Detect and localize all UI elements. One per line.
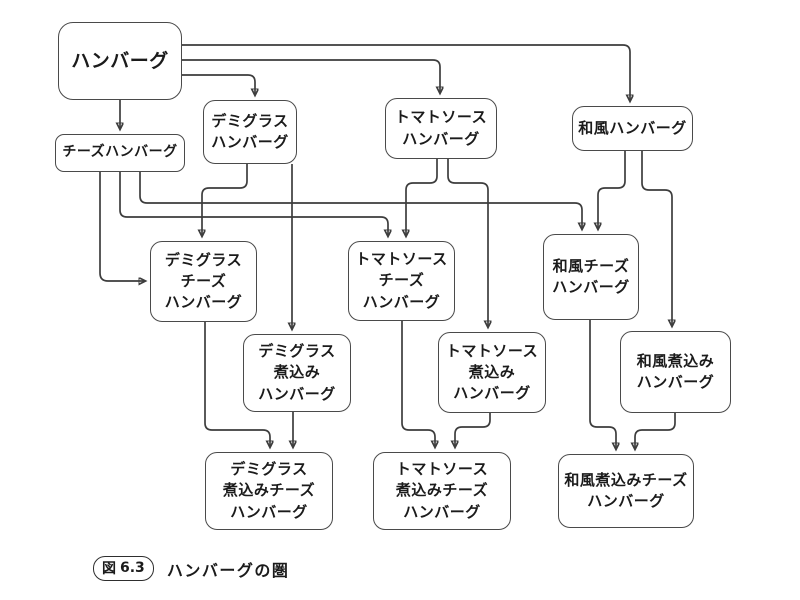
edge-cheese-to-wafu-cheese	[139, 172, 582, 229]
edge-wafu-to-wafu-nikomi	[641, 151, 672, 326]
node-tomato-sauce-hamburger: トマトソース ハンバーグ	[385, 98, 497, 159]
figure-number-badge: 図 6.3	[93, 556, 154, 581]
node-demiglace-nikomi-cheese-hamburger: デミグラス 煮込みチーズ ハンバーグ	[205, 452, 333, 530]
node-demiglace-cheese-hamburger: デミグラス チーズ ハンバーグ	[150, 241, 257, 322]
node-tomato-sauce-nikomi-hamburger: トマトソース 煮込み ハンバーグ	[438, 332, 546, 413]
edge-tomato-to-tomato-cheese	[406, 159, 438, 236]
node-wafu-nikomi-cheese-hamburger: 和風煮込みチーズ ハンバーグ	[558, 454, 694, 528]
node-hamburger: ハンバーグ	[58, 22, 182, 100]
node-wafu-nikomi-hamburger: 和風煮込み ハンバーグ	[620, 331, 731, 413]
node-tomato-sauce-nikomi-cheese-hamburger: トマトソース 煮込みチーズ ハンバーグ	[373, 452, 511, 530]
edge-tomato-to-tomato-nikomi	[447, 159, 488, 327]
node-cheese-hamburger: チーズハンバーグ	[55, 134, 185, 172]
edge-wafu-nikomi-to-wafu-nikomi-cheese	[635, 413, 676, 449]
edge-tomato-cheese-to-tomato-nikomi-cheese	[401, 321, 435, 447]
figure-caption: 図 6.3 ハンバーグの圏	[93, 556, 289, 581]
edge-wafu-cheese-to-wafu-nikomi-cheese	[589, 320, 616, 449]
edge-tomato-nikomi-to-tomato-nikomi-cheese	[455, 413, 491, 447]
edge-cheese-to-demiglace-cheese	[99, 172, 145, 281]
node-demiglace-nikomi-hamburger: デミグラス 煮込み ハンバーグ	[243, 334, 351, 412]
node-tomato-sauce-cheese-hamburger: トマトソース チーズ ハンバーグ	[348, 241, 455, 321]
edge-hamburger-to-demiglace	[182, 74, 255, 95]
node-wafu-hamburger: 和風ハンバーグ	[572, 106, 693, 151]
edge-hamburger-to-tomato	[182, 59, 440, 93]
edge-cheese-to-tomato-cheese	[119, 172, 388, 236]
edge-wafu-to-wafu-cheese	[598, 151, 626, 229]
node-wafu-cheese-hamburger: 和風チーズ ハンバーグ	[543, 234, 639, 320]
node-demiglace-hamburger: デミグラス ハンバーグ	[203, 100, 297, 164]
edge-demiglace-to-demiglace-cheese	[202, 164, 248, 236]
edge-hamburger-to-wafu	[182, 44, 630, 101]
edge-demiglace-cheese-to-demiglace-nikomi-cheese	[204, 322, 270, 447]
figure-title: ハンバーグの圏	[166, 560, 290, 580]
figure-label: 図	[102, 561, 116, 577]
figure-number: 6.3	[120, 560, 145, 576]
